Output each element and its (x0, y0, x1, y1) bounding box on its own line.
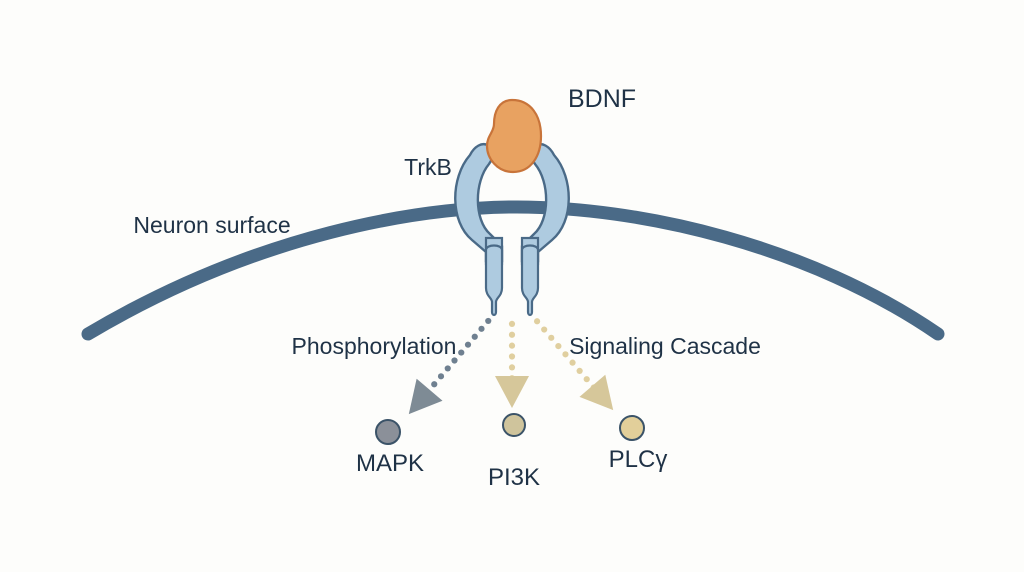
pathway-plcg (533, 318, 614, 411)
node-circle-pi3k (502, 413, 526, 437)
pathway-dot (533, 318, 541, 325)
pathway-dot (478, 325, 485, 332)
pathway-dot (458, 349, 465, 356)
pathway-dot (576, 367, 583, 375)
pathway-dot (583, 376, 590, 383)
pathway-pi3k (495, 320, 529, 408)
node-label-pi3k: PI3K (488, 464, 540, 491)
pathway-dot (437, 373, 445, 380)
phosphorylation-label: Phosphorylation (292, 333, 457, 359)
trkb-label: TrkB (404, 154, 452, 180)
trkb-right-kinase-domain (520, 244, 540, 317)
pathway-arrowhead (495, 376, 529, 408)
bdnf-label: BDNF (568, 85, 636, 113)
pathway-dot (431, 381, 438, 388)
effector-node-mapk: MAPK (356, 419, 424, 477)
pathway-dot (464, 341, 472, 348)
pathway-dot (555, 342, 562, 350)
pathway-dot (508, 342, 516, 349)
effector-node-pi3k: PI3K (488, 413, 540, 491)
pathway-dot (471, 333, 478, 340)
pathway-dot (508, 320, 516, 327)
node-label-mapk: MAPK (356, 450, 424, 477)
pathway-arrowhead (408, 378, 443, 415)
pathway-dot (451, 357, 458, 364)
pathway-mapk (408, 317, 492, 415)
effector-node-plcg: PLCγ (609, 415, 668, 473)
pathway-dot (485, 317, 492, 325)
pathway-dot (444, 365, 451, 372)
node-circle-mapk (375, 419, 401, 445)
pathway-dot (508, 353, 516, 360)
pathway-dot (541, 326, 548, 333)
pathway-dot (562, 351, 569, 358)
pathway-arrowhead (579, 374, 614, 411)
pathway-dot (508, 331, 516, 338)
node-circle-plcg (619, 415, 645, 441)
pathway-dot (548, 334, 555, 341)
node-label-plcg: PLCγ (609, 446, 668, 473)
effector-nodes-layer: MAPK PI3K PLCγ (356, 413, 668, 491)
trkb-left-kinase-domain (484, 244, 504, 317)
neuron-membrane-curve (81, 200, 945, 341)
signaling-cascade-label: Signaling Cascade (569, 333, 761, 359)
neuron-surface-label: Neuron surface (133, 212, 290, 238)
pathway-dot (508, 364, 516, 371)
bdnf-ligand-shape (485, 98, 543, 174)
pathway-arrows-layer (408, 317, 614, 415)
pathway-dot (569, 359, 576, 366)
